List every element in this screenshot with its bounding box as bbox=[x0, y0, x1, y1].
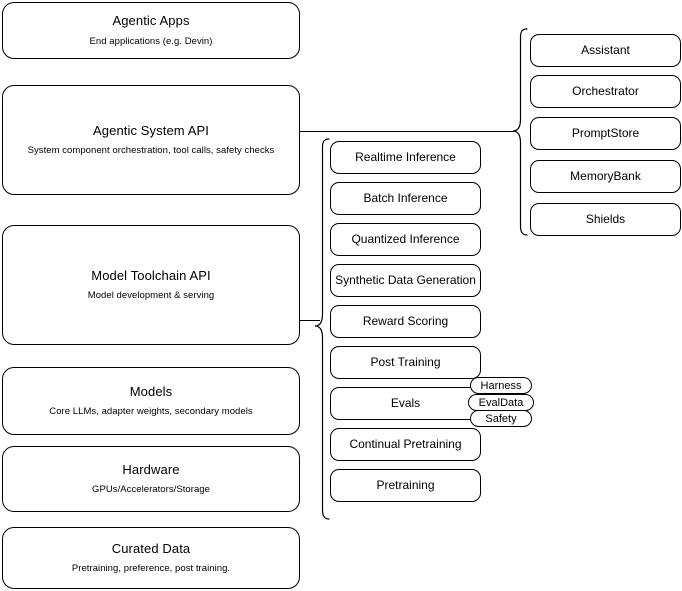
evals-pill-label: Harness bbox=[480, 379, 522, 392]
capability-box-quantized-inference[interactable]: Quantized Inference bbox=[330, 223, 481, 256]
layer-subtitle: GPUs/Accelerators/Storage bbox=[92, 484, 210, 496]
layer-subtitle: System component orchestration, tool cal… bbox=[27, 145, 275, 157]
capability-label: Quantized Inference bbox=[351, 232, 460, 246]
connector-toolchain-to-capabilities bbox=[300, 320, 320, 321]
layer-box-hardware[interactable]: Hardware GPUs/Accelerators/Storage bbox=[2, 446, 300, 512]
capability-box-evals[interactable]: Evals bbox=[330, 387, 481, 420]
capability-box-pretraining[interactable]: Pretraining bbox=[330, 469, 481, 502]
evals-pill-label: EvalData bbox=[478, 396, 524, 409]
capability-label: Evals bbox=[390, 396, 421, 410]
capability-label: Pretraining bbox=[376, 478, 435, 492]
capability-box-continual-pretraining[interactable]: Continual Pretraining bbox=[330, 428, 481, 461]
system-component-label: MemoryBank bbox=[570, 169, 641, 183]
evals-pill-harness[interactable]: Harness bbox=[470, 377, 532, 394]
layer-title: Curated Data bbox=[111, 540, 191, 556]
capability-label: Reward Scoring bbox=[362, 314, 449, 328]
system-component-label: Shields bbox=[585, 212, 626, 226]
capability-box-realtime-inference[interactable]: Realtime Inference bbox=[330, 141, 481, 174]
connector-system-api-to-components bbox=[300, 131, 514, 132]
capability-label: Realtime Inference bbox=[355, 150, 456, 164]
system-component-box-orchestrator[interactable]: Orchestrator bbox=[530, 75, 681, 108]
evals-pill-label: Safety bbox=[485, 412, 517, 425]
system-component-box-promptstore[interactable]: PromptStore bbox=[530, 117, 681, 150]
brace-system-components bbox=[512, 28, 528, 236]
layer-subtitle: End applications (e.g. Devin) bbox=[89, 35, 213, 47]
capability-label: Post Training bbox=[370, 355, 441, 369]
capability-label: Continual Pretraining bbox=[349, 437, 462, 451]
capability-box-reward-scoring[interactable]: Reward Scoring bbox=[330, 305, 481, 338]
system-component-label: Orchestrator bbox=[572, 84, 639, 98]
capability-label: Synthetic Data Generation bbox=[335, 273, 476, 287]
layer-subtitle: Model development & serving bbox=[87, 290, 215, 302]
layer-title: Models bbox=[129, 383, 173, 399]
evals-pill-safety[interactable]: Safety bbox=[470, 410, 532, 427]
layer-subtitle: Pretraining, preference, post training. bbox=[71, 563, 231, 575]
capability-box-post-training[interactable]: Post Training bbox=[330, 346, 481, 379]
layer-title: Model Toolchain API bbox=[91, 267, 211, 283]
layer-title: Agentic Apps bbox=[112, 13, 190, 29]
layer-box-model-toolchain-api[interactable]: Model Toolchain API Model development & … bbox=[2, 225, 300, 345]
system-component-box-memorybank[interactable]: MemoryBank bbox=[530, 160, 681, 193]
layer-box-agentic-system-api[interactable]: Agentic System API System component orch… bbox=[2, 85, 300, 195]
capability-label: Batch Inference bbox=[363, 191, 448, 205]
layer-box-agentic-apps[interactable]: Agentic Apps End applications (e.g. Devi… bbox=[2, 2, 300, 59]
layer-title: Hardware bbox=[122, 461, 180, 477]
capability-box-batch-inference[interactable]: Batch Inference bbox=[330, 182, 481, 215]
layer-title: Agentic System API bbox=[93, 122, 209, 138]
brace-toolchain-capabilities bbox=[314, 138, 330, 520]
system-component-label: PromptStore bbox=[571, 126, 640, 140]
layer-box-models[interactable]: Models Core LLMs, adapter weights, secon… bbox=[2, 367, 300, 435]
system-component-label: Assistant bbox=[581, 43, 630, 57]
system-component-box-shields[interactable]: Shields bbox=[530, 203, 681, 236]
capability-box-synthetic-data-generation[interactable]: Synthetic Data Generation bbox=[330, 264, 481, 297]
layer-box-curated-data[interactable]: Curated Data Pretraining, preference, po… bbox=[2, 527, 300, 589]
layer-subtitle: Core LLMs, adapter weights, secondary mo… bbox=[49, 406, 253, 418]
evals-pill-evaldata[interactable]: EvalData bbox=[468, 394, 534, 411]
system-component-box-assistant[interactable]: Assistant bbox=[530, 34, 681, 67]
